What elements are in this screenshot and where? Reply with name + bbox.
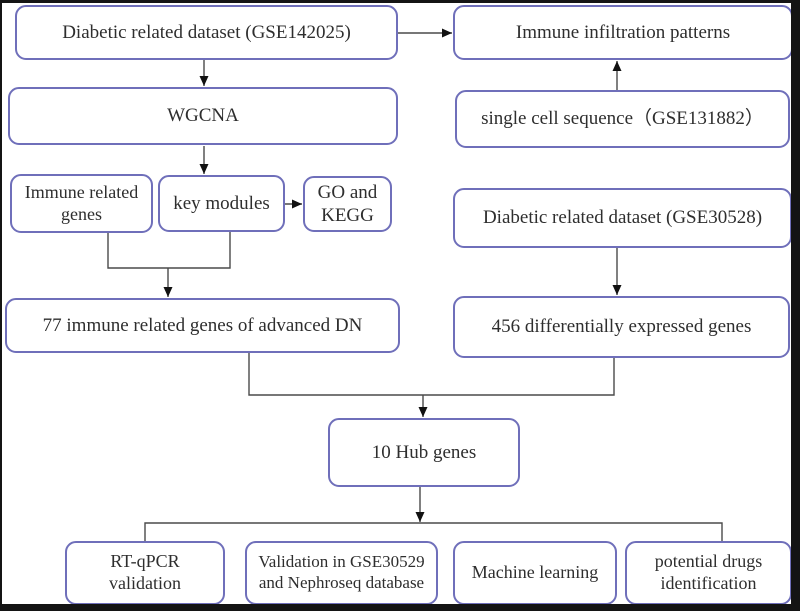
node-immune-related-genes: Immune related genes <box>10 174 153 233</box>
node-rt-qpcr-label: RT-qPCR validation <box>109 551 181 593</box>
node-gse30528: Diabetic related dataset (GSE30528) <box>453 188 792 248</box>
node-immune-infiltration-label: Immune infiltration patterns <box>515 21 731 43</box>
node-gse30528-label: Diabetic related dataset (GSE30528) <box>482 207 763 229</box>
node-deg-label: 456 differentially expressed genes <box>491 316 752 338</box>
node-immune-related-genes-label: Immune related genes <box>24 181 139 224</box>
node-wgcna-label: WGCNA <box>167 105 239 127</box>
node-key-modules-label: key modules <box>173 192 270 214</box>
node-hub-genes-label: 10 Hub genes <box>371 441 477 463</box>
node-machine-learning-label: Machine learning <box>471 562 599 583</box>
node-potential-drugs-label: potential drugs identification <box>654 551 763 593</box>
node-rt-qpcr: RT-qPCR validation <box>65 541 225 605</box>
node-gse142025-label: Diabetic related dataset (GSE142025) <box>62 21 351 43</box>
node-advanced-dn-genes-label: 77 immune related genes of advanced DN <box>42 314 363 336</box>
node-validation-db-label: Validation in GSE30529 and Nephroseq dat… <box>258 552 425 592</box>
node-potential-drugs: potential drugs identification <box>625 541 792 605</box>
node-hub-genes: 10 Hub genes <box>328 418 520 487</box>
edge-distributor-bar <box>144 522 723 541</box>
node-single-cell-label: single cell sequence（GSE131882） <box>481 108 764 130</box>
frame-right-bar <box>791 0 800 611</box>
frame-top-bar <box>0 0 800 3</box>
node-deg: 456 differentially expressed genes <box>453 296 790 358</box>
edge-merge-dn-deg <box>248 353 615 396</box>
edge-merge-genes-modules <box>107 232 231 269</box>
node-immune-infiltration: Immune infiltration patterns <box>453 5 793 60</box>
frame-bottom-bar <box>0 604 800 611</box>
node-key-modules: key modules <box>158 175 285 232</box>
node-machine-learning: Machine learning <box>453 541 617 605</box>
node-advanced-dn-genes: 77 immune related genes of advanced DN <box>5 298 400 353</box>
node-wgcna: WGCNA <box>8 87 398 145</box>
node-single-cell: single cell sequence（GSE131882） <box>455 90 790 148</box>
frame-left-bar <box>0 0 2 611</box>
node-gse142025: Diabetic related dataset (GSE142025) <box>15 5 398 60</box>
node-go-kegg: GO and KEGG <box>303 176 392 232</box>
node-validation-db: Validation in GSE30529 and Nephroseq dat… <box>245 541 438 605</box>
node-go-kegg-label: GO and KEGG <box>317 181 378 226</box>
